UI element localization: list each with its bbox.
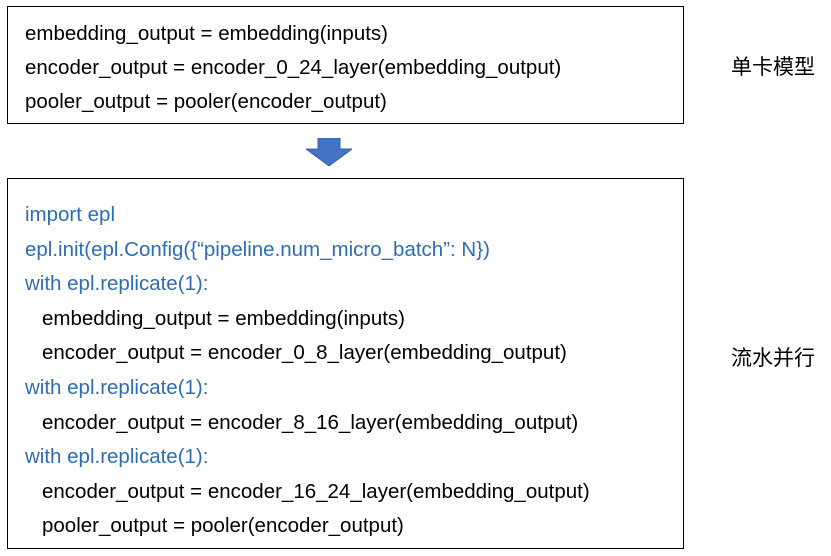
code-line: pooler_output = pooler(encoder_output)	[42, 514, 404, 538]
code-line: pooler_output = pooler(encoder_output)	[25, 90, 387, 113]
code-line: embedding_output = embedding(inputs)	[42, 306, 405, 330]
single-card-label: 单卡模型	[731, 55, 815, 79]
pipeline-parallel-label: 流水并行	[731, 346, 815, 370]
code-line: import epl	[25, 203, 116, 226]
single-card-code-box: embedding_output = embedding(inputs) enc…	[7, 6, 684, 124]
code-line: with epl.replicate(1):	[25, 272, 209, 296]
code-line: encoder_output = encoder_0_24_layer(embe…	[25, 56, 562, 79]
code-line: with epl.replicate(1):	[25, 375, 209, 399]
code-line: encoder_output = encoder_16_24_layer(emb…	[42, 479, 590, 503]
code-line: encoder_output = encoder_0_8_layer(embed…	[42, 341, 567, 365]
code-line: epl.init(epl.Config({“pipeline.num_micro…	[25, 237, 490, 261]
code-line: encoder_output = encoder_8_16_layer(embe…	[42, 410, 579, 434]
pipeline-code-box: import epl epl.init(epl.Config({“pipelin…	[7, 178, 684, 549]
code-line: embedding_output = embedding(inputs)	[25, 22, 388, 45]
down-arrow-icon	[306, 138, 352, 166]
code-line: with epl.replicate(1):	[25, 445, 209, 469]
